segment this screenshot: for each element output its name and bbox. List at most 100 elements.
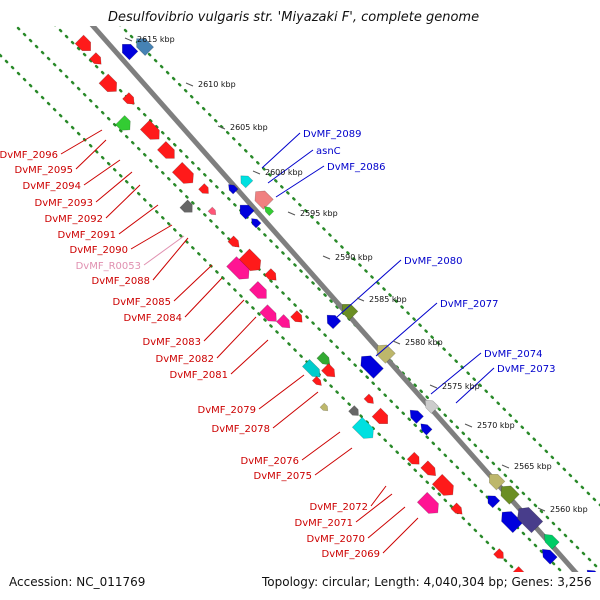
label-reverse: DvMF_2095 (15, 165, 73, 176)
leader-line (370, 485, 387, 507)
kbp-tick (322, 255, 331, 260)
label-reverse: DvMF_2090 (70, 245, 128, 256)
leader-line (261, 132, 301, 169)
kbp-tick-label: 2580 kbp (405, 338, 443, 347)
gene-arrow (341, 303, 359, 321)
gene-arrow (264, 268, 277, 281)
kbp-tick-label: 2610 kbp (198, 80, 236, 89)
kbp-tick-label: 2615 kbp (137, 35, 175, 44)
leader-line (314, 447, 353, 476)
gene-arrow (420, 460, 437, 477)
leader-line (60, 129, 103, 155)
label-reverse: DvMF_2071 (295, 518, 353, 529)
kbp-tick (464, 423, 473, 428)
gene-arrow (122, 92, 135, 105)
kbp-tick-label: 2595 kbp (300, 209, 338, 218)
summary-text: Topology: circular; Length: 4,040,304 bp… (261, 575, 592, 589)
label-leader-lines (60, 129, 495, 554)
gene-arrow (254, 190, 274, 210)
kbp-tick (429, 384, 438, 389)
leader-line (95, 171, 133, 203)
leader-line (301, 431, 341, 461)
leader-line (130, 224, 173, 250)
gene-arrow (122, 43, 139, 61)
label-reverse: DvMF_2088 (92, 276, 150, 287)
label-forward: DvMF_2077 (440, 299, 498, 310)
dotted-guide-2 (0, 8, 592, 600)
gene-arrow (363, 393, 374, 404)
gene-arrow (251, 218, 262, 229)
gene-arrow (264, 206, 275, 217)
footer-backdrop (0, 572, 600, 600)
leader-line (336, 259, 402, 318)
kbp-tick (537, 507, 546, 512)
gene-arrow (316, 351, 331, 366)
leader-line (216, 316, 257, 359)
label-forward: DvMF_2074 (484, 349, 542, 360)
gene-arrow (227, 235, 240, 248)
label-forward: DvMF_2089 (303, 129, 361, 140)
gene-arrow (488, 473, 506, 491)
kbp-tick (124, 37, 133, 42)
gene-arrow (500, 485, 520, 505)
leader-line (143, 235, 185, 266)
gene-arrow (228, 184, 239, 195)
leader-line (355, 493, 393, 523)
label-forward: DvMF_2080 (404, 256, 462, 267)
gene-arrow (171, 161, 194, 184)
label-rna: DvMF_R0053 (76, 261, 141, 272)
dotted-guide-1 (28, 0, 600, 572)
gene-arrow (450, 502, 463, 515)
gene-arrow (276, 314, 291, 329)
gene-arrow (238, 248, 262, 272)
leader-line (382, 517, 419, 554)
leader-line (275, 165, 325, 198)
gene-arrow (248, 280, 267, 299)
gene-arrow (406, 451, 420, 465)
label-reverse: DvMF_2078 (212, 424, 270, 435)
label-reverse: DvMF_2070 (307, 534, 365, 545)
gene-arrow (416, 491, 439, 514)
kbp-tick (252, 170, 261, 175)
gene-arrow (98, 73, 118, 93)
label-reverse: DvMF_2093 (35, 198, 93, 209)
gene-arrow (420, 423, 433, 436)
label-forward: asnC (316, 146, 341, 157)
leader-line (375, 302, 438, 357)
label-reverse: DvMF_2076 (241, 456, 299, 467)
kbp-tick (217, 125, 226, 130)
leader-line (152, 237, 189, 281)
gene-arrow (198, 183, 209, 194)
label-reverse: DvMF_2092 (45, 214, 103, 225)
gene-arrow (136, 38, 155, 57)
gene-arrow (487, 495, 501, 509)
gene-arrow (74, 34, 91, 52)
kbp-tick (185, 82, 194, 87)
title-backdrop (0, 0, 600, 26)
gene-arrow (207, 206, 217, 216)
leader-line (118, 204, 159, 235)
label-reverse: DvMF_2091 (58, 230, 116, 241)
gene-arrow (115, 115, 131, 131)
gene-labels: DvMF_2089asnCDvMF_2086DvMF_2080DvMF_2077… (0, 129, 555, 560)
leader-line (184, 277, 223, 318)
accession-text: Accession: NC_011769 (9, 575, 145, 589)
gene-arrow (501, 511, 524, 534)
gene-arrow (517, 507, 544, 534)
leader-line (272, 391, 319, 429)
gene-arrow (311, 375, 322, 386)
label-reverse: DvMF_2079 (198, 405, 256, 416)
gene-arrow (424, 399, 439, 414)
gene-arrow (156, 140, 175, 159)
gene-arrow (351, 416, 374, 439)
gene-arrow (301, 358, 321, 378)
gene-arrow (541, 548, 558, 565)
leader-line (230, 339, 269, 375)
gene-arrow (290, 310, 303, 323)
gene-arrow (259, 304, 277, 322)
gene-arrow (360, 355, 384, 379)
kbp-tick-label: 2585 kbp (369, 295, 407, 304)
